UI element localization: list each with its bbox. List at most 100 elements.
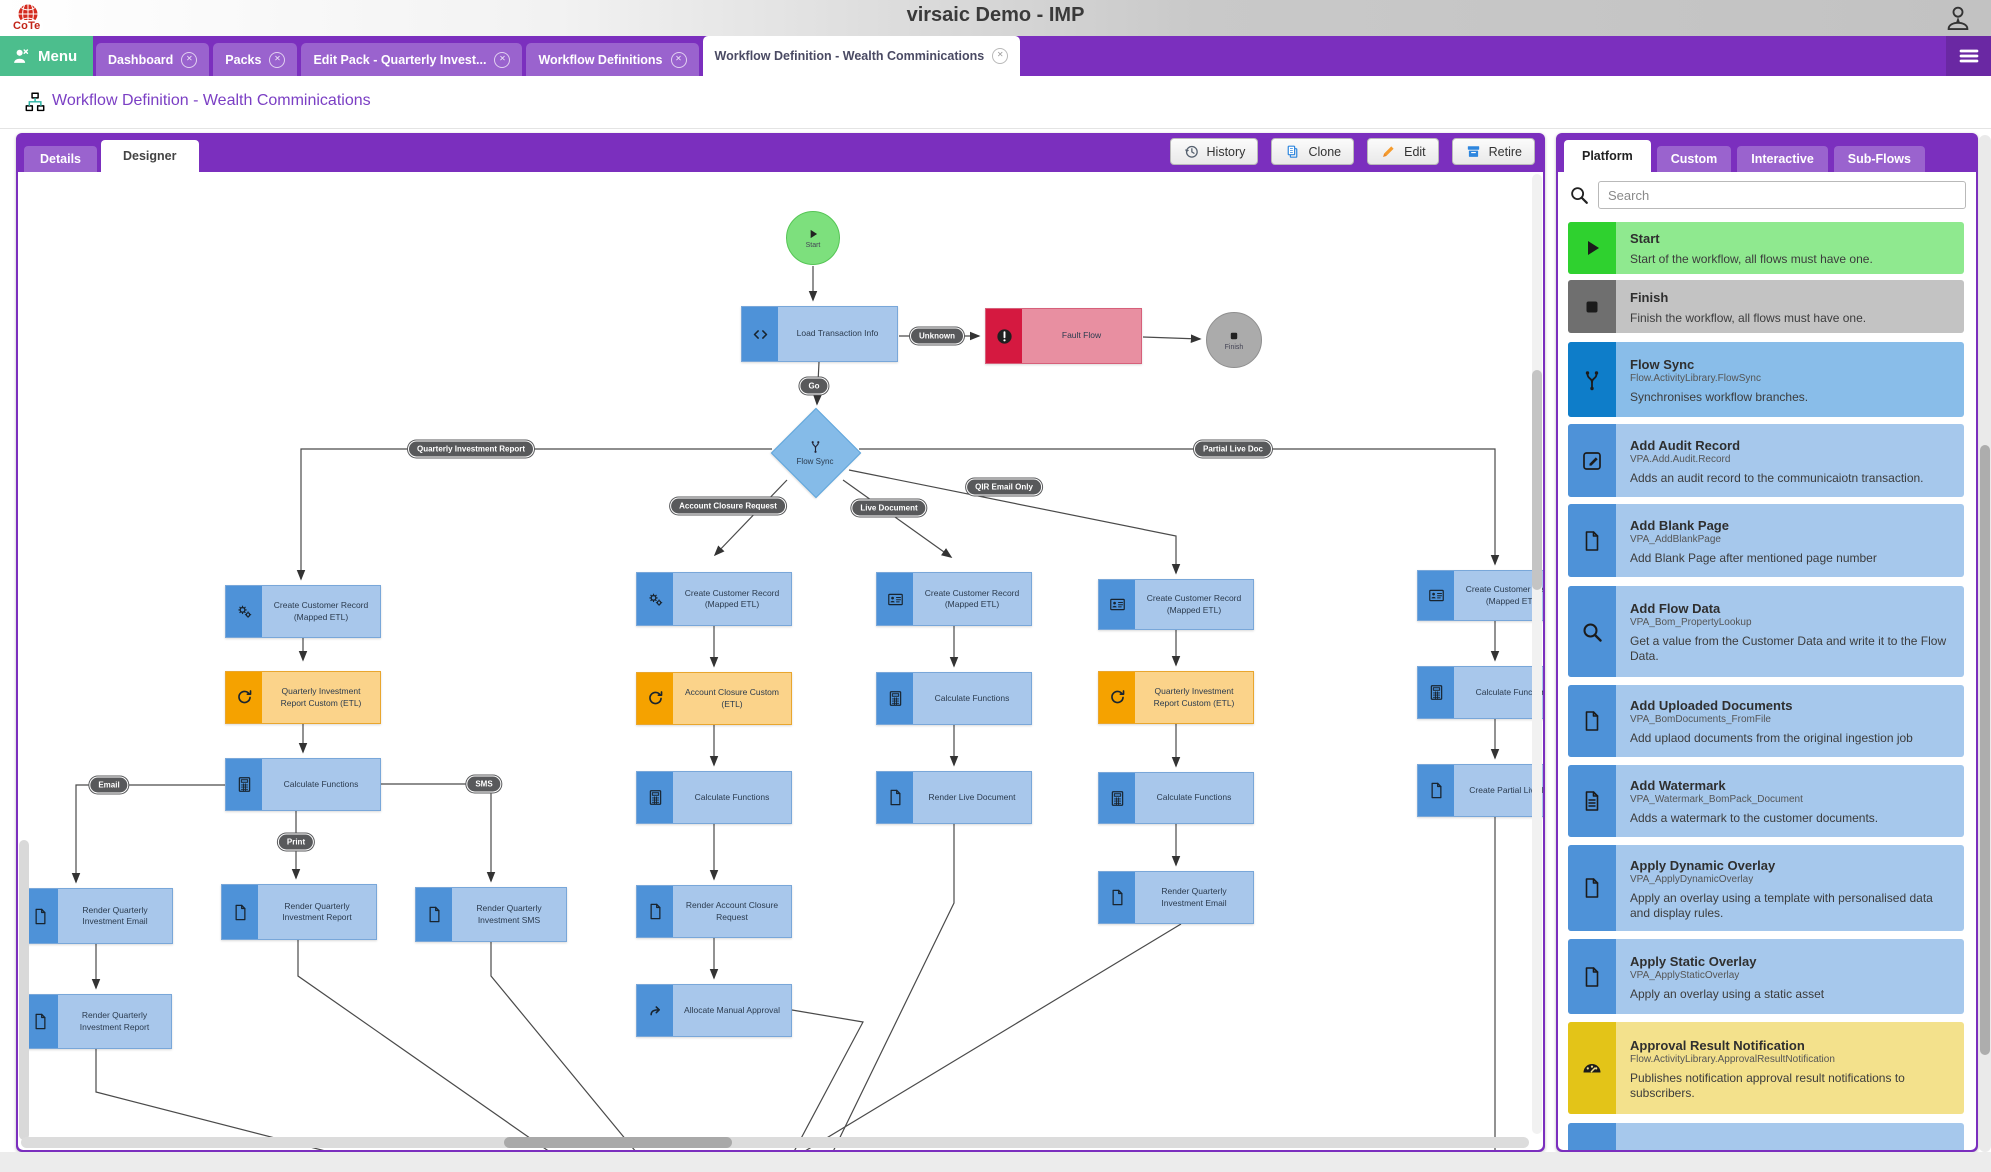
- transition-label-quarterly-investment-report[interactable]: Quarterly Investment Report: [407, 440, 535, 458]
- transition-label-email[interactable]: Email: [89, 776, 129, 794]
- flow-node-create-partial-live-doc[interactable]: Create Partial Live Doc: [1417, 764, 1543, 817]
- page-vertical-scrollbar[interactable]: [1979, 135, 1991, 1152]
- palette-item-auto-approve[interactable]: Auto Approve: [1568, 1123, 1964, 1150]
- search-input[interactable]: [1598, 181, 1966, 209]
- palette-item-title: Finish: [1630, 289, 1669, 305]
- hamburger-menu-icon[interactable]: [1946, 36, 1991, 76]
- flow-node-quarterly-investment-report-custom-etl[interactable]: Quarterly Investment Report Custom (ETL): [1098, 671, 1254, 724]
- palette-item-add-flow-data[interactable]: Add Flow Data VPA_Bom_PropertyLookup Get…: [1568, 586, 1964, 677]
- flow-node-create-customer-record-mapped-etl[interactable]: Create Customer Record (Mapped ETL): [225, 585, 381, 638]
- node-label: Calculate Functions: [1156, 792, 1232, 803]
- designer-tab-details[interactable]: Details: [24, 146, 97, 172]
- page-vertical-scrollbar-thumb[interactable]: [1980, 445, 1990, 1055]
- flow-node-render-quarterly-investment-report[interactable]: Render Quarterly Investment Report: [221, 884, 377, 940]
- palette-item-title: Add Watermark: [1630, 778, 1726, 793]
- palette-item-add-audit-record[interactable]: Add Audit Record VPA.Add.Audit.Record Ad…: [1568, 424, 1964, 497]
- canvas-left-scrollbar[interactable]: [19, 840, 29, 1140]
- palette-item-add-watermark[interactable]: Add Watermark VPA_Watermark_BomPack_Docu…: [1568, 765, 1964, 837]
- tab-close-icon[interactable]: ✕: [992, 48, 1009, 64]
- transition-label-go[interactable]: Go: [799, 377, 829, 395]
- menu-button[interactable]: Menu: [0, 36, 93, 76]
- tab-workflow-definitions[interactable]: Workflow Definitions ✕: [526, 43, 699, 76]
- flow-node-fault-flow[interactable]: Fault Flow: [985, 308, 1142, 364]
- palette-item-flow-sync[interactable]: Flow Sync Flow.ActivityLibrary.FlowSync …: [1568, 342, 1964, 417]
- tab-close-icon[interactable]: ✕: [181, 51, 198, 68]
- user-profile-icon[interactable]: [1943, 3, 1973, 33]
- flow-node-render-live-document[interactable]: Render Live Document: [876, 771, 1032, 824]
- tab-workflow-definition-wealth-comminications[interactable]: Workflow Definition - Wealth Comminicati…: [702, 36, 1021, 76]
- tab-dashboard[interactable]: Dashboard ✕: [96, 43, 210, 76]
- palette-item-description: Adds an audit record to the communicaiot…: [1630, 470, 1924, 485]
- transition-label-unknown[interactable]: Unknown: [910, 327, 964, 345]
- palette-item-description: Start of the workflow, all flows must ha…: [1630, 252, 1873, 266]
- cote-logo: CoTe: [10, 2, 56, 36]
- stop-icon: [1227, 329, 1241, 343]
- flow-node-render-account-closure-request[interactable]: Render Account Closure Request: [636, 885, 792, 938]
- palette-item-subtitle: VPA.Add.Audit.Record: [1630, 453, 1731, 465]
- edit-button[interactable]: Edit: [1367, 138, 1439, 165]
- palette-item-add-blank-page[interactable]: Add Blank Page VPA_AddBlankPage Add Blan…: [1568, 504, 1964, 577]
- canvas-vertical-scrollbar[interactable]: [1532, 174, 1542, 1134]
- transition-label-partial-live-doc[interactable]: Partial Live Doc: [1193, 440, 1273, 458]
- palette-tab-custom[interactable]: Custom: [1656, 146, 1732, 172]
- tab-close-icon[interactable]: ✕: [494, 51, 511, 68]
- palette-tab-interactive[interactable]: Interactive: [1737, 146, 1828, 172]
- flow-node-allocate-manual-approval[interactable]: Allocate Manual Approval: [636, 984, 792, 1037]
- palette-item-finish[interactable]: Finish Finish the workflow, all flows mu…: [1568, 280, 1964, 333]
- canvas-horizontal-scrollbar[interactable]: [21, 1137, 1529, 1148]
- flow-node-render-quarterly-investment-sms[interactable]: Render Quarterly Investment SMS: [415, 887, 567, 942]
- node-label: Quarterly Investment Report Custom (ETL): [1153, 686, 1235, 708]
- clone-button[interactable]: Clone: [1271, 138, 1355, 165]
- palette-item-add-uploaded-documents[interactable]: Add Uploaded Documents VPA_BomDocuments_…: [1568, 685, 1964, 757]
- palette-item-apply-dynamic-overlay[interactable]: Apply Dynamic Overlay VPA_ApplyDynamicOv…: [1568, 845, 1964, 931]
- palette-item-subtitle: VPA_Bom_PropertyLookup: [1630, 617, 1752, 628]
- palette-tab-sub-flows[interactable]: Sub-Flows: [1833, 146, 1925, 172]
- flow-node-account-closure-custom-etl[interactable]: Account Closure Custom (ETL): [636, 672, 792, 725]
- flow-node-calculate-functions[interactable]: Calculate Functions: [636, 771, 792, 824]
- flow-node-calculate-functions[interactable]: Calculate Functions: [1417, 666, 1543, 719]
- flow-node-create-customer-record-mapped-etl[interactable]: Create Customer Record (Mapped ETL): [636, 572, 792, 626]
- flow-node-load-transaction-info[interactable]: Load Transaction Info: [741, 306, 898, 362]
- canvas-vertical-scrollbar-thumb[interactable]: [1532, 370, 1542, 590]
- calc-icon: [226, 759, 262, 810]
- palette-item-subtitle: VPA_AddBlankPage: [1630, 533, 1721, 545]
- share-icon: [637, 985, 673, 1036]
- palette-tab-platform[interactable]: Platform: [1564, 140, 1651, 172]
- transition-label-sms[interactable]: SMS: [466, 775, 502, 793]
- transition-label-live-document[interactable]: Live Document: [851, 499, 927, 517]
- workflow-canvas[interactable]: Load Transaction Info Fault Flow Create …: [18, 172, 1543, 1150]
- tab-edit-pack-quarterly-invest[interactable]: Edit Pack - Quarterly Invest... ✕: [301, 43, 523, 76]
- palette-item-start[interactable]: Start Start of the workflow, all flows m…: [1568, 222, 1964, 274]
- flow-node-flow-sync[interactable]: Flow Sync: [770, 407, 862, 499]
- flow-node-quarterly-investment-report-custom-etl[interactable]: Quarterly Investment Report Custom (ETL): [225, 671, 381, 724]
- transition-label-account-closure-request[interactable]: Account Closure Request: [670, 497, 786, 515]
- calc-icon: [877, 673, 913, 724]
- palette-item-approval-result-notification[interactable]: Approval Result Notification Flow.Activi…: [1568, 1022, 1964, 1114]
- history-button[interactable]: History: [1169, 138, 1259, 165]
- transition-label-print[interactable]: Print: [277, 833, 315, 851]
- flow-node-start[interactable]: Start: [786, 211, 840, 265]
- palette-item-apply-static-overlay[interactable]: Apply Static Overlay VPA_ApplyStaticOver…: [1568, 939, 1964, 1014]
- flow-node-calculate-functions[interactable]: Calculate Functions: [225, 758, 381, 811]
- flow-node-calculate-functions[interactable]: Calculate Functions: [1098, 772, 1254, 824]
- canvas-horizontal-scrollbar-thumb[interactable]: [504, 1137, 732, 1148]
- archive-icon: [1465, 143, 1482, 160]
- flow-node-render-quarterly-investment-email[interactable]: Render Quarterly Investment Email: [21, 888, 173, 944]
- doc-icon: [877, 772, 913, 823]
- doc-icon: [1568, 939, 1616, 1014]
- button-label: Edit: [1404, 144, 1426, 159]
- flow-node-render-quarterly-investment-email[interactable]: Render Quarterly Investment Email: [1098, 871, 1254, 924]
- retire-button[interactable]: Retire: [1451, 138, 1535, 165]
- flow-node-finish[interactable]: Finish: [1206, 312, 1262, 368]
- tab-packs[interactable]: Packs ✕: [213, 43, 298, 76]
- flow-node-render-quarterly-investment-report[interactable]: Render Quarterly Investment Report: [21, 994, 172, 1049]
- designer-tab-designer[interactable]: Designer: [101, 140, 199, 172]
- flow-node-create-customer-record-mapped-etl[interactable]: Create Customer Record (Mapped ETL): [1098, 579, 1254, 630]
- flow-node-create-customer-record-mapped-etl[interactable]: Create Customer Record (Mapped ETL): [1417, 570, 1543, 621]
- tab-close-icon[interactable]: ✕: [269, 51, 286, 68]
- transition-label-qir-email-only[interactable]: QIR Email Only: [966, 478, 1042, 496]
- tab-close-icon[interactable]: ✕: [670, 51, 687, 68]
- flow-node-calculate-functions[interactable]: Calculate Functions: [876, 672, 1032, 725]
- flow-node-create-customer-record-mapped-etl[interactable]: Create Customer Record (Mapped ETL): [876, 572, 1032, 626]
